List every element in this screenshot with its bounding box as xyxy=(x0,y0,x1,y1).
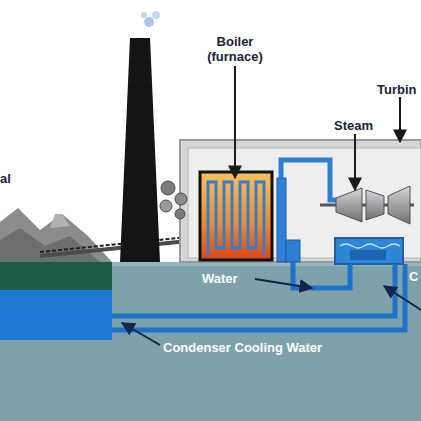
boiler-tubes xyxy=(208,182,264,255)
turbine-stage xyxy=(336,188,362,222)
flue-gas xyxy=(175,209,185,219)
steam-riser xyxy=(277,178,286,262)
part-label: Boiler (furnace) xyxy=(198,34,272,64)
part-label: al xyxy=(0,171,30,186)
coal-on-conveyor xyxy=(40,236,198,252)
river-bank xyxy=(0,262,112,290)
part-label: Steam xyxy=(334,118,384,133)
coal-pile-highlight xyxy=(50,214,70,228)
chimney xyxy=(120,38,160,262)
leader-arrow xyxy=(384,286,421,310)
cooling-water-pipe xyxy=(112,264,395,316)
leader-arrow xyxy=(354,134,356,190)
coal-conveyor xyxy=(40,240,198,256)
chimney-smoke xyxy=(141,12,147,18)
feed-water-pump xyxy=(286,240,300,262)
leader-arrow xyxy=(234,66,236,178)
flue-gas xyxy=(161,181,175,195)
boiler-furnace xyxy=(200,172,272,260)
flue-gas xyxy=(160,200,172,212)
ground xyxy=(0,262,421,421)
condenser xyxy=(335,238,403,264)
flue-gas xyxy=(175,193,187,205)
part-label: Water xyxy=(202,271,262,286)
turbine-stage xyxy=(366,190,384,220)
chimney-smoke xyxy=(152,11,160,19)
part-label: Turbin xyxy=(377,82,421,97)
water-source xyxy=(0,290,112,340)
chimney-smoke xyxy=(144,17,154,27)
leader-arrow xyxy=(122,323,160,345)
water-return-pipe xyxy=(293,262,350,288)
condenser-water xyxy=(340,244,400,248)
turbine-stage xyxy=(388,186,410,224)
leader-arrow xyxy=(255,279,312,288)
part-label: Condenser Cooling Water xyxy=(163,340,393,355)
steam-pipe xyxy=(281,160,338,200)
leader-arrow xyxy=(399,97,401,142)
part-label: C xyxy=(409,269,421,284)
cooling-water-pipe xyxy=(112,264,405,330)
condenser-tank xyxy=(350,250,386,260)
